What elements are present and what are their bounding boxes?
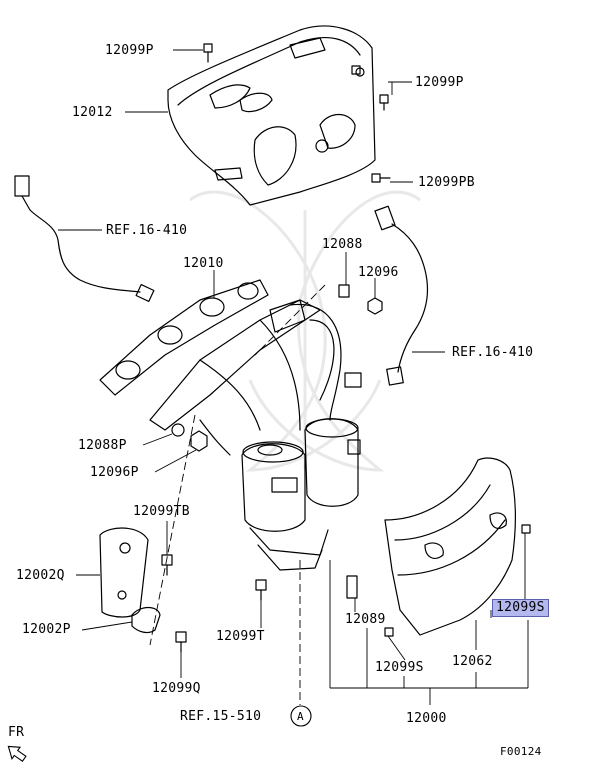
brand-watermark-icon xyxy=(189,190,421,472)
front-arrow-icon xyxy=(7,745,27,762)
bolt-icon xyxy=(203,43,391,183)
front-direction-label: FR xyxy=(8,725,25,740)
leader-lines xyxy=(58,49,529,705)
oxygen-sensor-left xyxy=(14,175,155,302)
part-label-12099p-right[interactable]: 12099P xyxy=(415,75,464,90)
part-label-12002q[interactable]: 12002Q xyxy=(16,568,65,583)
heat-protector-upper xyxy=(167,25,376,206)
figure-code: F00124 xyxy=(500,745,542,758)
manifold-gasket xyxy=(99,279,269,396)
part-label-12099tb[interactable]: 12099TB xyxy=(133,504,190,519)
part-label-12088[interactable]: 12088 xyxy=(322,237,363,252)
oxygen-sensor-right xyxy=(374,205,429,386)
part-label-12089[interactable]: 12089 xyxy=(345,612,386,627)
part-label-12002p[interactable]: 12002P xyxy=(22,622,71,637)
part-label-12010[interactable]: 12010 xyxy=(183,256,224,271)
part-label-12012[interactable]: 12012 xyxy=(72,105,113,120)
part-label-12096[interactable]: 12096 xyxy=(358,265,399,280)
part-label-12099s-highlighted[interactable]: 12099S xyxy=(492,599,549,617)
exhaust-manifold xyxy=(149,299,362,571)
heat-protector-lower xyxy=(384,457,531,636)
ref-label-16-410-left[interactable]: REF.16-410 xyxy=(106,223,188,238)
reference-circle-letter: A xyxy=(297,710,304,723)
part-label-12099t[interactable]: 12099T xyxy=(216,629,265,644)
ref-label-16-410-right[interactable]: REF.16-410 xyxy=(452,345,534,360)
part-label-12099pb[interactable]: 12099PB xyxy=(418,175,475,190)
bracket-12002q xyxy=(99,527,149,618)
reference-circle-icon xyxy=(290,705,312,727)
part-label-12099p-top[interactable]: 12099P xyxy=(105,43,154,58)
bracket-12002p xyxy=(131,606,161,634)
ref-label-15-510[interactable]: REF.15-510 xyxy=(180,709,262,724)
part-label-12099q[interactable]: 12099Q xyxy=(152,681,201,696)
part-label-12088p[interactable]: 12088P xyxy=(78,438,127,453)
part-label-12096p[interactable]: 12096P xyxy=(90,465,139,480)
part-label-12062[interactable]: 12062 xyxy=(452,654,493,669)
part-label-12000[interactable]: 12000 xyxy=(406,711,447,726)
part-label-12099s[interactable]: 12099S xyxy=(375,660,424,675)
